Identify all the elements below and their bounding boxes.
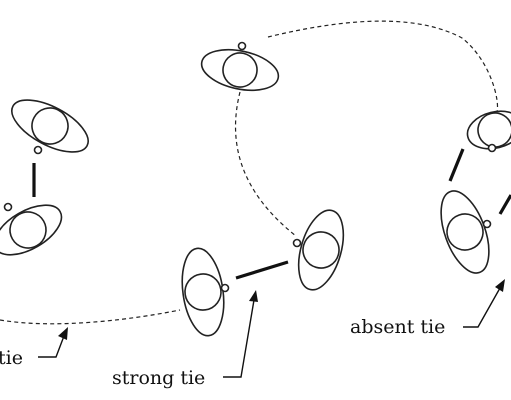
person-center-right-nose — [292, 238, 302, 248]
weak-tie-callout-arrowhead — [58, 327, 68, 340]
absent-tie-callout-arrowhead — [495, 279, 505, 292]
strong-tie-callout-arrow — [223, 299, 255, 378]
person-right-top-nose — [487, 143, 497, 153]
person-center — [181, 247, 225, 337]
weak-tie-top-left-to-top-right — [267, 20, 499, 113]
person-lower-left — [0, 204, 63, 256]
weak-tie-left-to-center — [0, 309, 181, 325]
person-lower-left-nose — [3, 202, 13, 212]
strong-tie-label: strong tie — [112, 367, 205, 389]
weak-tie-label: tie — [0, 347, 23, 369]
absent-tie-callout-arrow — [463, 287, 501, 328]
absent-tie-label: absent tie — [350, 316, 445, 338]
weak-tie-top-center-to-center-right — [234, 91, 297, 237]
person-right-top — [466, 110, 511, 150]
strong-tie-callout-arrowhead — [249, 290, 258, 302]
person-upper-left-nose — [33, 145, 43, 155]
strong-tie-center-pair — [235, 260, 289, 280]
person-right-bottom-nose — [482, 219, 492, 229]
strong-tie-right-edge — [498, 194, 511, 215]
weak-tie-callout-arrow — [38, 335, 65, 358]
person-center-nose — [220, 283, 230, 293]
strong-tie-right-pair — [448, 148, 465, 182]
person-top-center — [200, 41, 280, 92]
person-center-right — [297, 209, 345, 291]
person-upper-left — [11, 99, 89, 153]
person-right-bottom — [440, 190, 490, 274]
